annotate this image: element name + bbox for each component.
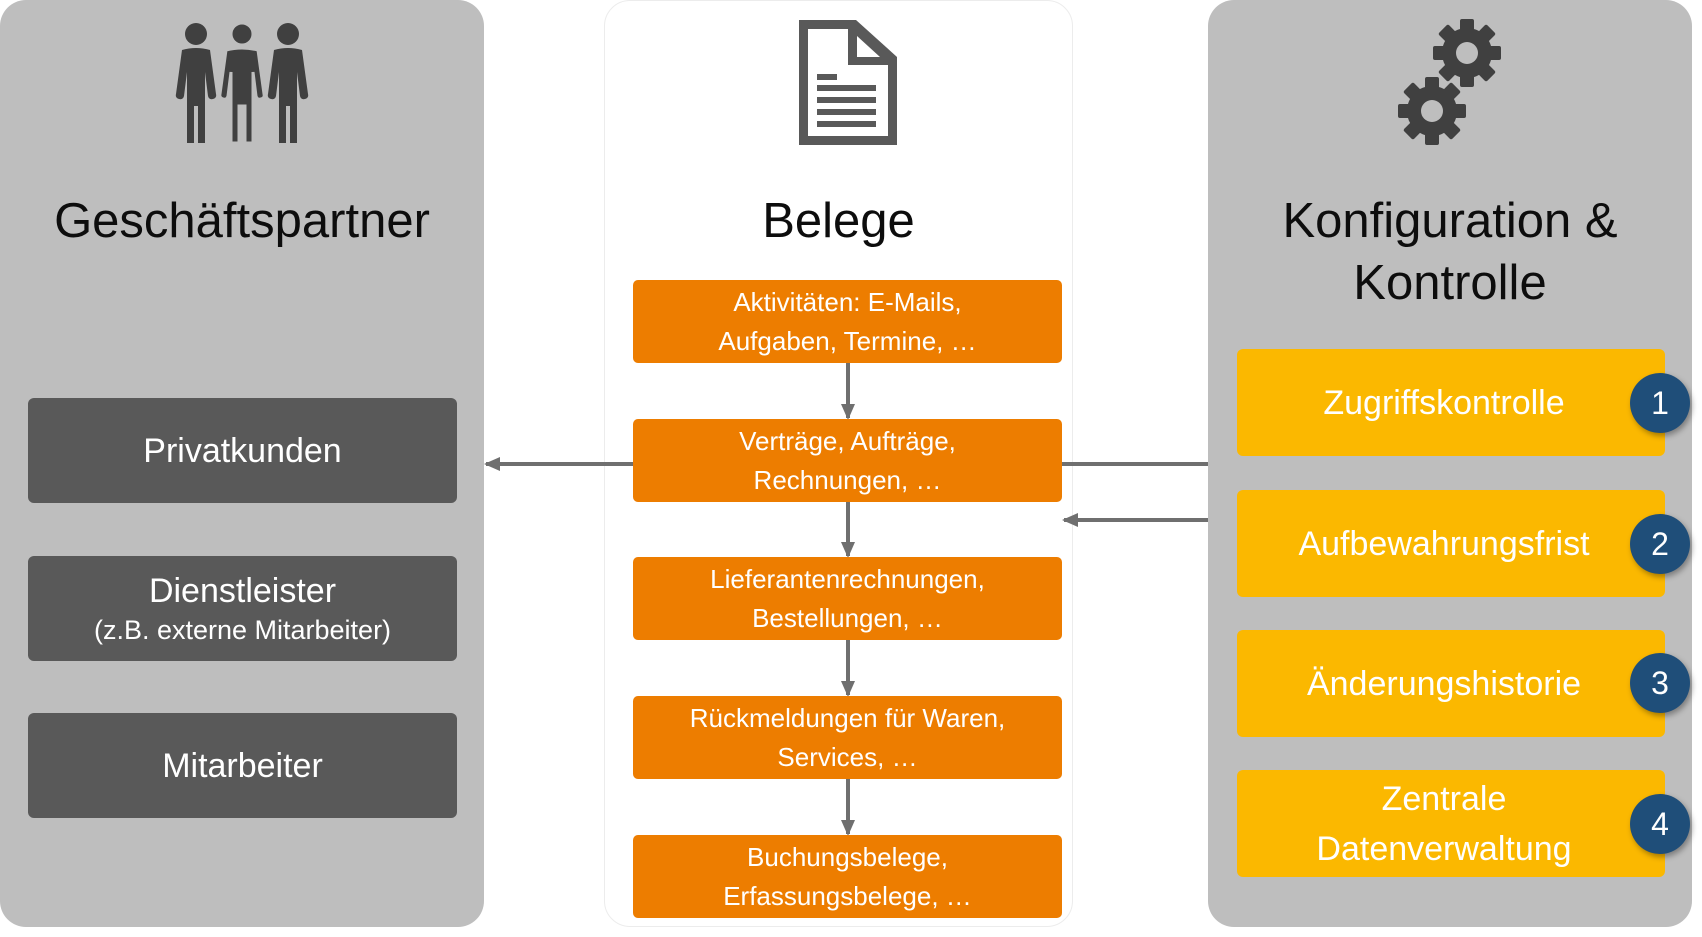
number-badge: 4 <box>1630 794 1690 854</box>
document-item-line-1: Lieferantenrechnungen, <box>710 563 985 594</box>
document-item-line-2: Rechnungen, … <box>753 464 942 495</box>
partner-item-label: Privatkunden <box>143 431 342 470</box>
control-item-label-line-2: Datenverwaltung <box>1316 829 1572 868</box>
document-item-line-1: Verträge, Aufträge, <box>739 425 956 456</box>
control-item-label: Aufbewahrungsfrist <box>1298 524 1590 563</box>
gears-icon <box>1398 19 1501 145</box>
control-item-change-history: Änderungshistorie <box>1237 630 1665 737</box>
control-item-label: Änderungshistorie <box>1306 664 1582 703</box>
document-item-line-2: Bestellungen, … <box>752 602 943 633</box>
document-item-line-2: Services, … <box>777 741 918 772</box>
control-item-retention-period: Aufbewahrungsfrist <box>1237 490 1665 597</box>
document-item-contracts: Verträge, Aufträge, Rechnungen, … <box>633 419 1062 502</box>
documents-title: Belege <box>762 194 915 248</box>
document-item-confirmations: Rückmeldungen für Waren, Services, … <box>633 696 1062 779</box>
document-item-line-1: Rückmeldungen für Waren, <box>689 702 1006 733</box>
title-line-2: Kontrolle <box>1353 256 1547 310</box>
people-group-icon <box>175 22 309 144</box>
number-badge: 3 <box>1630 653 1690 713</box>
title-line-1: Konfiguration & <box>1282 194 1618 248</box>
document-item-line-1: Aktivitäten: E-Mails, <box>733 286 962 317</box>
control-item-label-line-1: Zentrale <box>1381 779 1507 818</box>
document-item-line-1: Buchungsbelege, <box>747 841 948 872</box>
business-partners-title: Geschäftspartner <box>54 194 430 248</box>
number-badge: 1 <box>1630 373 1690 433</box>
control-item-central-data-management: Zentrale Datenverwaltung <box>1237 770 1665 877</box>
document-item-line-2: Erfassungsbelege, … <box>723 880 972 911</box>
control-item-label: Zugriffskontrolle <box>1323 383 1565 422</box>
control-item-access-control: Zugriffskontrolle <box>1237 349 1665 456</box>
document-item-activities: Aktivitäten: E-Mails, Aufgaben, Termine,… <box>633 280 1062 363</box>
partner-item-employees: Mitarbeiter <box>28 713 457 818</box>
number-badge: 2 <box>1630 514 1690 574</box>
partner-item-sublabel: (z.B. externe Mitarbeiter) <box>93 614 392 645</box>
document-item-line-2: Aufgaben, Termine, … <box>718 325 977 356</box>
configuration-control-title: Konfiguration & Kontrolle <box>1208 190 1692 314</box>
partner-item-private-customers: Privatkunden <box>28 398 457 503</box>
document-item-supplier-invoices: Lieferantenrechnungen, Bestellungen, … <box>633 557 1062 640</box>
partner-item-label: Mitarbeiter <box>162 746 323 785</box>
document-item-postings: Buchungsbelege, Erfassungsbelege, … <box>633 835 1062 918</box>
partner-item-label: Dienstleister <box>148 571 337 610</box>
document-icon <box>799 20 897 145</box>
partner-item-service-providers: Dienstleister (z.B. externe Mitarbeiter) <box>28 556 457 661</box>
